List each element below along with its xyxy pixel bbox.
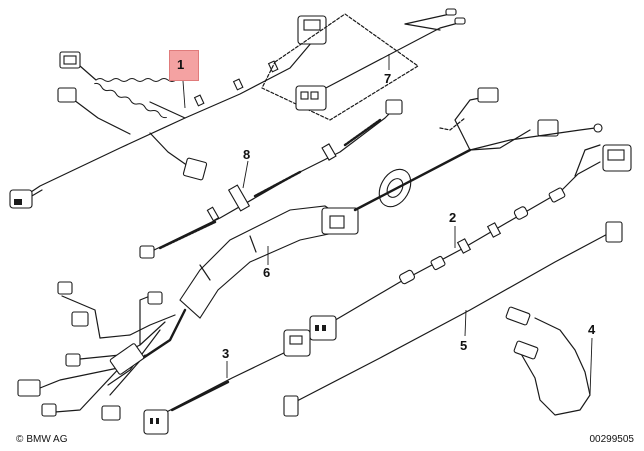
part-2-cable[interactable] [309,144,632,341]
part-8-cable[interactable] [139,99,403,259]
part-3-cable[interactable] [143,329,311,435]
callout-leaders [182,54,593,396]
callout-7[interactable]: 7 [384,71,392,86]
copyright-icon: © [16,434,24,445]
part-4-cable[interactable] [505,306,591,416]
callout-1[interactable]: 1 [177,57,185,72]
callout-8[interactable]: 8 [243,147,251,162]
callout-2[interactable]: 2 [449,210,457,225]
callout-6[interactable]: 6 [263,265,271,280]
callout-4[interactable]: 4 [588,322,596,337]
part-1-wiring-harness[interactable] [9,15,327,209]
callout-5[interactable]: 5 [460,338,468,353]
coil-section [94,78,177,119]
copyright-notice: © BMW AG [16,434,68,445]
part-5-cable[interactable] [283,221,623,417]
part-7-connector-cable[interactable] [261,8,466,121]
brand-name: BMW AG [26,434,68,445]
image-number: 00299505 [589,434,635,445]
callout-1-highlight [169,50,199,81]
callout-3[interactable]: 3 [222,346,230,361]
part-6-main-harness[interactable] [17,87,603,421]
